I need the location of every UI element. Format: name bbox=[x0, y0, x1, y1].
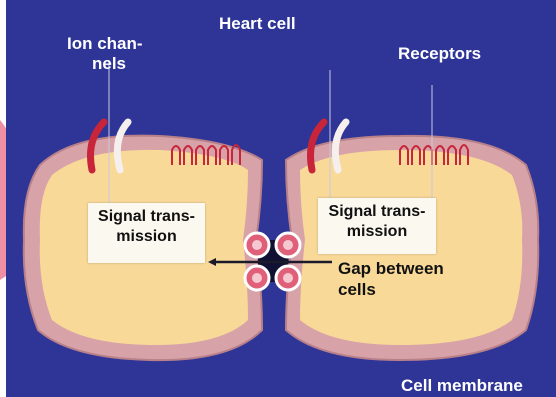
gap-label-line1: Gap between bbox=[338, 259, 444, 279]
ion-channels-label-line1: Ion chan- bbox=[67, 34, 143, 54]
right-signal-transmission-line2: mission bbox=[318, 222, 436, 242]
right-signal-transmission-box: Signal trans- mission bbox=[318, 198, 436, 254]
right-signal-transmission-line1: Signal trans- bbox=[318, 202, 436, 222]
ion-channels-label-line2: nels bbox=[92, 54, 126, 74]
left-signal-transmission-box: Signal trans- mission bbox=[88, 203, 205, 263]
gap-label-line2: cells bbox=[338, 280, 376, 300]
receptors-label: Receptors bbox=[398, 44, 481, 64]
left-signal-transmission-line1: Signal trans- bbox=[88, 207, 205, 227]
heart-cell-label: Heart cell bbox=[219, 14, 296, 34]
left-signal-transmission-line2: mission bbox=[88, 227, 205, 247]
cell-membrane-label: Cell membrane bbox=[401, 376, 523, 396]
